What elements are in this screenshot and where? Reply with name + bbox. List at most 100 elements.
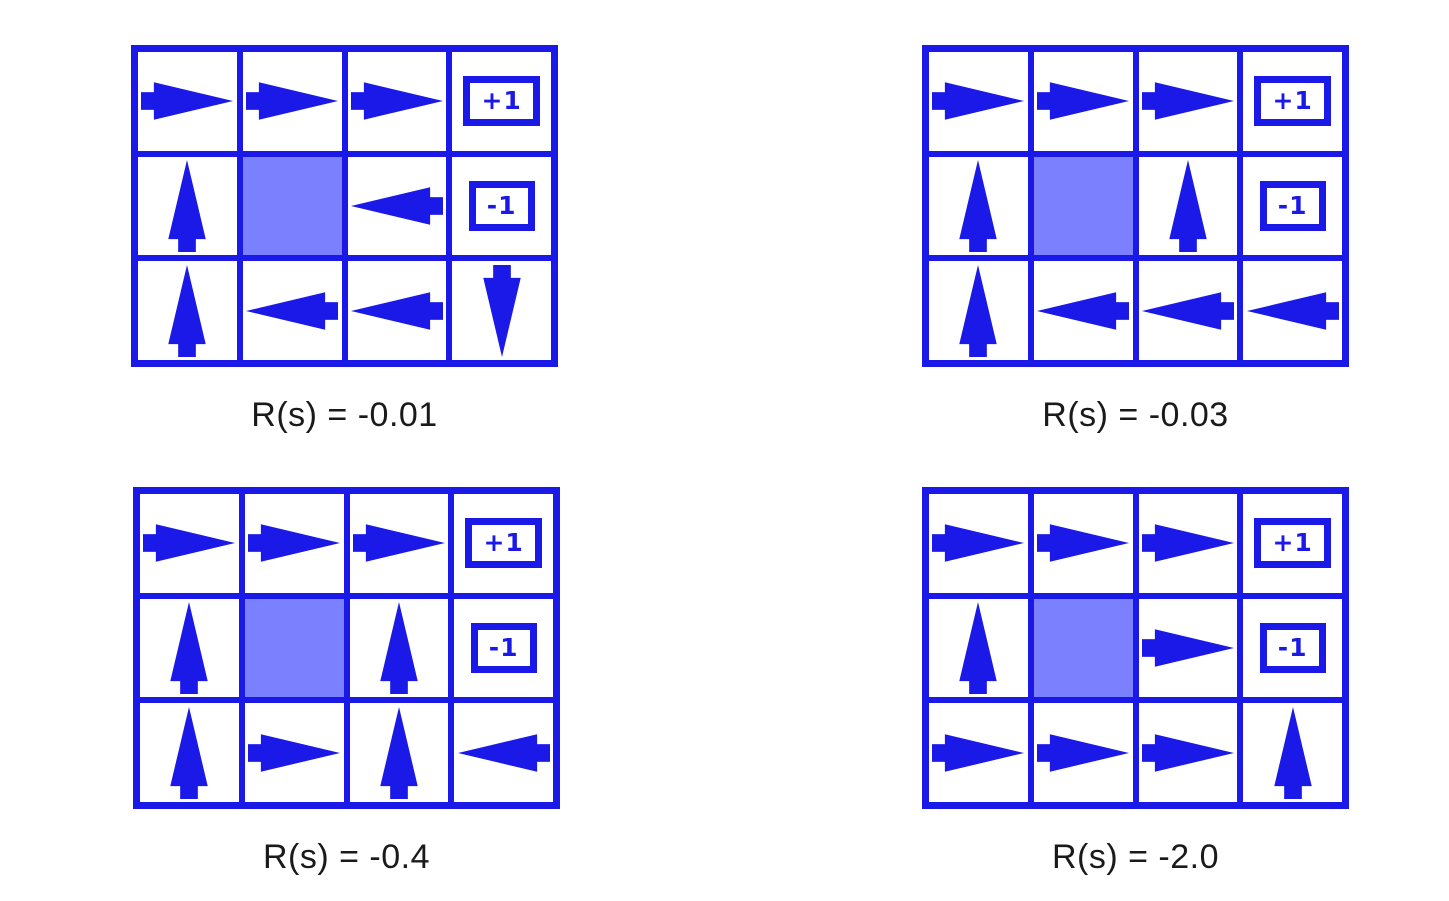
arrow-up-icon	[952, 264, 1004, 357]
policy-cell	[1033, 52, 1133, 151]
reward-badge: -1	[1259, 180, 1326, 231]
arrow-right-icon	[1037, 75, 1130, 127]
panel-caption: R(s) = -2.0	[1051, 838, 1220, 876]
reward-badge: +1	[1254, 518, 1331, 569]
policy-cell	[242, 52, 342, 151]
arrow-up-icon	[952, 159, 1004, 252]
arrow-up-icon	[163, 706, 215, 799]
arrow-left-icon	[1037, 285, 1130, 337]
arrow-up-icon	[161, 159, 213, 252]
policy-cell	[244, 703, 344, 802]
arrow-right-icon	[1141, 75, 1234, 127]
terminal-cell: -1	[454, 598, 553, 698]
policy-grid: +1 -1	[922, 487, 1349, 809]
arrow-up-icon	[373, 601, 425, 694]
arrow-right-icon	[1037, 727, 1130, 779]
arrow-right-icon	[248, 517, 341, 569]
arrow-right-icon	[350, 75, 443, 127]
reward-badge: +1	[463, 76, 540, 127]
panel-caption: R(s) = -0.01	[251, 396, 438, 434]
policy-cell	[140, 598, 239, 698]
arrow-up-icon	[373, 706, 425, 799]
policy-grid: +1 -1	[922, 45, 1349, 367]
terminal-cell: +1	[1243, 52, 1342, 151]
wall-cell	[1033, 598, 1133, 698]
arrow-right-icon	[1037, 517, 1130, 569]
policy-cell	[1138, 52, 1238, 151]
policy-cell	[1138, 494, 1238, 593]
terminal-cell: +1	[452, 52, 551, 151]
wall-cell	[242, 156, 342, 256]
policy-cell	[140, 494, 239, 593]
policy-cell	[349, 703, 449, 802]
arrow-left-icon	[246, 285, 339, 337]
policy-cell	[929, 52, 1028, 151]
arrow-right-icon	[141, 75, 234, 127]
terminal-cell: +1	[454, 494, 553, 593]
policy-cell	[1033, 703, 1133, 802]
policy-grid: +1 -1	[133, 487, 560, 809]
reward-badge: -1	[1259, 622, 1326, 673]
policy-cell	[929, 703, 1028, 802]
policy-cell	[929, 598, 1028, 698]
arrow-right-icon	[352, 517, 445, 569]
policy-cell	[349, 494, 449, 593]
policy-cell	[347, 261, 447, 360]
policy-cell	[1243, 261, 1342, 360]
arrow-right-icon	[932, 517, 1025, 569]
arrow-up-icon	[952, 601, 1004, 694]
arrow-right-icon	[248, 727, 341, 779]
arrow-right-icon	[1141, 727, 1234, 779]
policy-cell	[349, 598, 449, 698]
terminal-cell: -1	[1243, 598, 1342, 698]
policy-cell	[140, 703, 239, 802]
arrow-up-icon	[1267, 706, 1319, 799]
policy-cell	[1138, 703, 1238, 802]
wall-cell	[244, 598, 344, 698]
policy-cell	[1243, 703, 1342, 802]
arrow-right-icon	[932, 75, 1025, 127]
policy-cell	[347, 156, 447, 256]
arrow-left-icon	[350, 285, 443, 337]
panel-caption: R(s) = -0.4	[262, 838, 431, 876]
arrow-down-icon	[476, 264, 528, 357]
policy-cell	[452, 261, 551, 360]
arrow-up-icon	[1162, 159, 1214, 252]
policy-cell	[929, 494, 1028, 593]
policy-cell	[1138, 598, 1238, 698]
terminal-cell: +1	[1243, 494, 1342, 593]
arrow-right-icon	[246, 75, 339, 127]
panel-caption: R(s) = -0.03	[1042, 396, 1229, 434]
reward-badge: -1	[468, 180, 535, 231]
policy-cell	[242, 261, 342, 360]
arrow-right-icon	[143, 517, 236, 569]
arrow-right-icon	[932, 727, 1025, 779]
policy-cell	[1138, 261, 1238, 360]
policy-cell	[1138, 156, 1238, 256]
policy-cell	[244, 494, 344, 593]
reward-badge: +1	[465, 518, 542, 569]
reward-badge: -1	[470, 622, 537, 673]
terminal-cell: -1	[1243, 156, 1342, 256]
arrow-up-icon	[161, 264, 213, 357]
arrow-right-icon	[1141, 622, 1234, 674]
arrow-right-icon	[1141, 517, 1234, 569]
policy-cell	[454, 703, 553, 802]
policy-cell	[1033, 261, 1133, 360]
wall-cell	[1033, 156, 1133, 256]
policy-cell	[929, 261, 1028, 360]
policy-cell	[929, 156, 1028, 256]
policy-cell	[138, 261, 237, 360]
terminal-cell: -1	[452, 156, 551, 256]
arrow-up-icon	[163, 601, 215, 694]
policy-cell	[138, 52, 237, 151]
policy-grid: +1 -1	[131, 45, 558, 367]
policy-cell	[347, 52, 447, 151]
policy-cell	[1033, 494, 1133, 593]
reward-badge: +1	[1254, 76, 1331, 127]
